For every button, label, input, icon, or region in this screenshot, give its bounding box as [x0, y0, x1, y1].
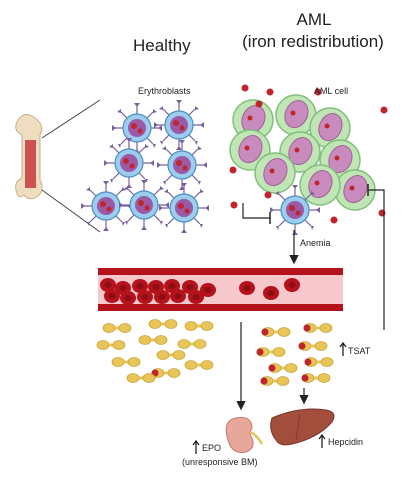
hepcidin-up-arrow	[318, 433, 326, 448]
aml-cell-label: AML cell	[314, 86, 349, 96]
aml-subtitle: (iron redistribution)	[242, 32, 384, 51]
feedback-arrow	[368, 189, 385, 330]
tsat-label: TSAT	[348, 346, 371, 356]
healthy-title: Healthy	[133, 36, 191, 55]
aml-cell-cluster	[229, 94, 376, 211]
healthy-transferrin-group	[96, 319, 214, 383]
kidney-icon	[225, 417, 264, 453]
aml-transferrin-group	[257, 324, 334, 386]
hepcidin-label: Hepcidin	[328, 437, 364, 447]
erythroblasts-label: Erythroblasts	[138, 86, 191, 96]
epo-up-arrow	[192, 439, 200, 454]
healthy-erythroblast-cluster	[80, 99, 210, 234]
blood-vessel	[98, 268, 343, 311]
epo-label: EPO	[202, 443, 222, 453]
bone-icon	[15, 114, 43, 200]
anemia-label: Anemia	[300, 238, 331, 248]
aml-title: AML	[296, 10, 332, 29]
aml-erythroblast	[269, 184, 321, 236]
epo-note-label: (unresponsive BM)	[182, 457, 258, 467]
inhibition-bracket	[242, 203, 270, 219]
zoom-line-top	[41, 99, 101, 139]
zoom-line-bottom	[41, 189, 101, 233]
liver-icon	[270, 408, 335, 446]
tsat-up-arrow	[339, 341, 347, 356]
